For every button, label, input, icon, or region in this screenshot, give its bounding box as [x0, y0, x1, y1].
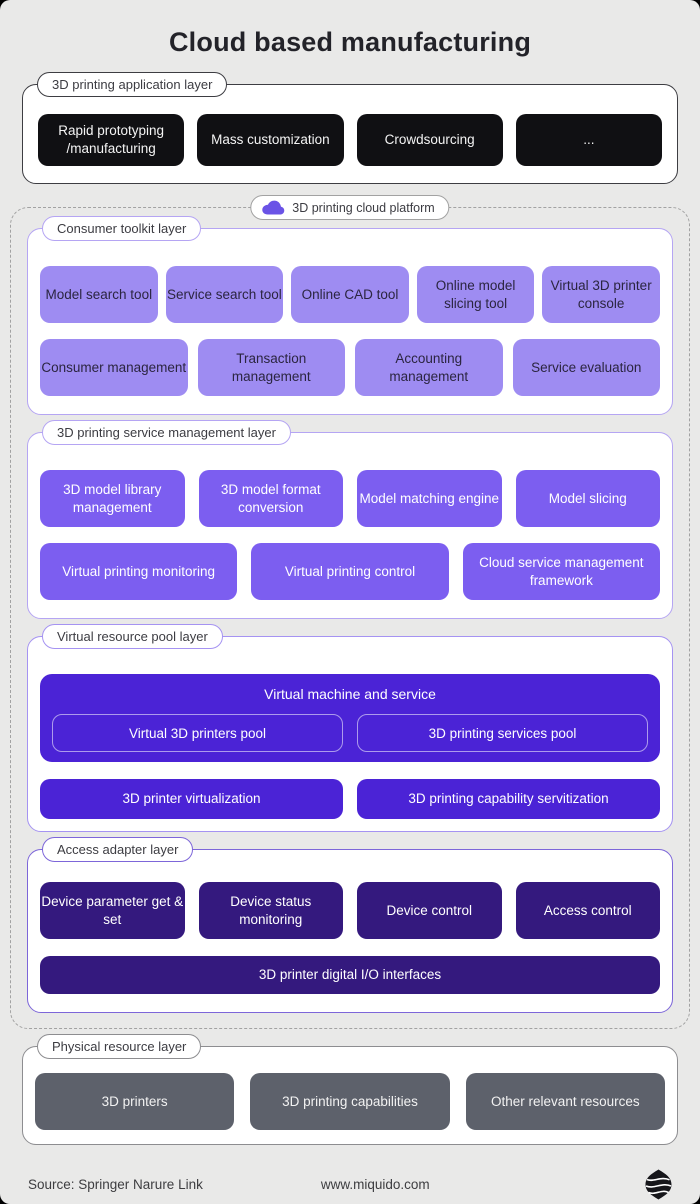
- box-service-evaluation: Service evaluation: [512, 339, 660, 396]
- box-virtual-3d-printers-pool: Virtual 3D printers pool: [52, 714, 343, 752]
- box-3d-printing-capabilities: 3D printing capabilities: [250, 1073, 450, 1130]
- box-cloud-service-management-framework: Cloud service management framework: [462, 543, 660, 600]
- box-consumer-management: Consumer management: [40, 339, 188, 396]
- access-adapter-layer: Access adapter layer Device parameter ge…: [27, 837, 673, 1013]
- box-3d-printing-capability-servitization: 3D printing capability servitization: [357, 779, 660, 819]
- consumer-toolkit-label: Consumer toolkit layer: [42, 216, 202, 241]
- box-online-cad-tool: Online CAD tool: [291, 266, 409, 323]
- source-text: Source: Springer Narure Link: [28, 1177, 203, 1192]
- box-model-slicing: Model slicing: [515, 470, 660, 527]
- virtual-resource-pool-layer: Virtual resource pool layer Virtual mach…: [27, 624, 673, 832]
- virtual-machine-and-service-group: Virtual machine and service Virtual 3D p…: [40, 674, 660, 762]
- box-device-parameter-get-set: Device parameter get & set: [40, 882, 185, 939]
- consumer-row-2: Consumer management Transaction manageme…: [40, 339, 660, 396]
- box-model-matching-engine: Model matching engine: [357, 470, 502, 527]
- physical-boxes-row: 3D printers 3D printing capabilities Oth…: [35, 1073, 665, 1130]
- miquido-logo-icon: [645, 1169, 672, 1200]
- pool-inner-row: Virtual 3D printers pool 3D printing ser…: [52, 714, 648, 752]
- app-box-crowdsourcing: Crowdsourcing: [356, 114, 503, 166]
- service-row-1: 3D model library management 3D model for…: [40, 470, 660, 527]
- service-management-layer: 3D printing service management layer 3D …: [27, 420, 673, 619]
- box-3d-printers: 3D printers: [35, 1073, 235, 1130]
- box-3d-model-format-conversion: 3D model format conversion: [198, 470, 343, 527]
- access-adapter-label: Access adapter layer: [42, 837, 194, 862]
- box-accounting-management: Accounting management: [355, 339, 503, 396]
- app-box-mass-customization: Mass customization: [197, 114, 344, 166]
- application-layer: 3D printing application layer Rapid prot…: [22, 72, 678, 184]
- service-row-2: Virtual printing monitoring Virtual prin…: [40, 543, 660, 600]
- box-service-search-tool: Service search tool: [165, 266, 284, 323]
- box-device-status-monitoring: Device status monitoring: [198, 882, 343, 939]
- consumer-row-1: Model search tool Service search tool On…: [40, 266, 660, 323]
- cloud-icon: [261, 200, 285, 215]
- service-management-label: 3D printing service management layer: [42, 420, 291, 445]
- box-virtual-3d-printer-console: Virtual 3D printer console: [542, 266, 660, 323]
- box-3d-printer-digital-io-interfaces: 3D printer digital I/O interfaces: [40, 956, 660, 994]
- page-title: Cloud based manufacturing: [168, 27, 532, 57]
- access-row-2: 3D printer digital I/O interfaces: [40, 956, 660, 994]
- application-layer-label: 3D printing application layer: [37, 72, 228, 97]
- consumer-toolkit-layer: Consumer toolkit layer Model search tool…: [27, 216, 673, 415]
- virtual-machine-and-service-title: Virtual machine and service: [264, 686, 436, 702]
- pool-row-2: 3D printer virtualization 3D printing ca…: [40, 779, 660, 819]
- physical-resource-label: Physical resource layer: [37, 1034, 202, 1059]
- website-text: www.miquido.com: [320, 1177, 430, 1192]
- box-online-model-slicing-tool: Online model slicing tool: [416, 266, 535, 323]
- cloud-platform-label: 3D printing cloud platform: [250, 195, 450, 220]
- box-device-control: Device control: [357, 882, 502, 939]
- box-3d-printing-services-pool: 3D printing services pool: [357, 714, 648, 752]
- box-3d-model-library-management: 3D model library management: [40, 470, 185, 527]
- footer: Source: Springer Narure Link www.miquido…: [28, 1169, 672, 1200]
- application-boxes-row: Rapid prototyping /manufacturing Mass cu…: [38, 114, 662, 166]
- box-virtual-printing-monitoring: Virtual printing monitoring: [40, 543, 238, 600]
- physical-resource-layer: Physical resource layer 3D printers 3D p…: [22, 1034, 678, 1145]
- cloud-platform-container: 3D printing cloud platform Consumer tool…: [10, 195, 690, 1029]
- box-3d-printer-virtualization: 3D printer virtualization: [40, 779, 343, 819]
- box-transaction-management: Transaction management: [197, 339, 345, 396]
- box-virtual-printing-control: Virtual printing control: [251, 543, 449, 600]
- box-other-relevant-resources: Other relevant resources: [465, 1073, 665, 1130]
- access-row-1: Device parameter get & set Device status…: [40, 882, 660, 939]
- box-access-control: Access control: [515, 882, 660, 939]
- app-box-ellipsis: ...: [515, 114, 662, 166]
- virtual-resource-pool-label: Virtual resource pool layer: [42, 624, 223, 649]
- box-model-search-tool: Model search tool: [40, 266, 158, 323]
- app-box-rapid-prototyping: Rapid prototyping /manufacturing: [38, 114, 185, 166]
